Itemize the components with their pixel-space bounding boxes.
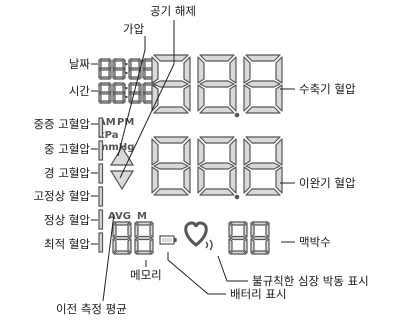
kpa-unit: kPa [98, 130, 118, 141]
label-air-release: 공기 해제 [150, 4, 196, 18]
label-irregular-heartbeat: 불규칙한 심장 박동 표시 [252, 274, 369, 288]
level-bar [98, 163, 104, 184]
memory-indicator: M [137, 211, 147, 222]
label-systolic: 수축기 혈압 [299, 82, 356, 96]
pm-indicator: PM [117, 117, 134, 128]
label-date: 날짜 [68, 57, 90, 71]
level-bar [98, 232, 104, 253]
label-high-normal-pressure: 고정상 혈압 [33, 189, 90, 203]
level-bar [98, 117, 104, 138]
label-time: 시간 [68, 84, 90, 98]
label-mild-hypertension: 경 고혈압 [44, 166, 90, 180]
mmhg-unit: mmHg [98, 142, 134, 153]
label-diastolic: 이완기 혈압 [299, 176, 356, 190]
label-average: 이전 측정 평균 [56, 302, 127, 316]
lcd-display: AM PM kPa mmHg AVG M [98, 54, 283, 255]
avg-indicator: AVG [108, 211, 131, 222]
arrow-up-icon [109, 145, 135, 166]
label-battery: 배터리 표시 [230, 287, 287, 301]
label-memory: 메모리 [130, 268, 162, 282]
label-moderate-severe-hypertension: 중증 고혈압 [33, 117, 90, 131]
heart-icon [184, 221, 213, 251]
battery-icon [159, 235, 177, 245]
level-bar [98, 186, 104, 207]
label-normal-pressure: 정상 혈압 [44, 213, 90, 227]
level-bar [98, 209, 104, 230]
arrow-down-icon [109, 170, 135, 191]
level-bar [98, 140, 104, 161]
label-pressurizing: 가압 [123, 22, 145, 36]
label-optimal-pressure: 최적 혈압 [44, 237, 90, 251]
label-moderate-hypertension: 중 고혈압 [44, 142, 90, 156]
am-indicator: AM [98, 117, 116, 128]
label-pulse: 맥박수 [299, 235, 331, 249]
